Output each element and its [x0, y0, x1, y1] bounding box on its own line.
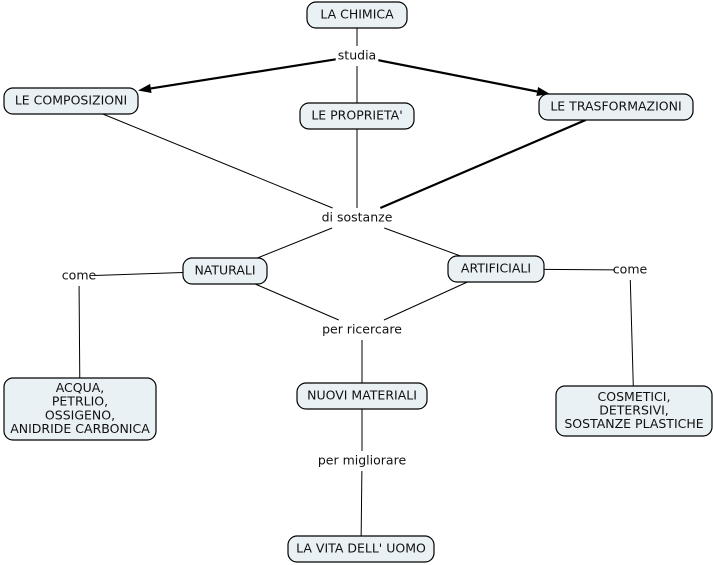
node-shape [182, 257, 268, 285]
edge-trasformazioni-sostanze [379, 118, 587, 210]
link-label-per-ricercare: per ricercare [318, 322, 406, 338]
node-shape [296, 382, 428, 410]
arrow-head-icon [138, 83, 152, 93]
node-layer: LA CHIMICA LE COMPOSIZIONI LE PROPRIETA' LE… [3, 1, 713, 563]
node-label: COSMETICI, [598, 389, 671, 404]
link-label-come-left: come [62, 268, 97, 284]
node-sostanze-artificiali-esempi[interactable]: COSMETICI,DETERSIVI,SOSTANZE PLASTICHE [555, 385, 713, 437]
link-label-text: per migliorare [318, 453, 407, 468]
edge-migliorare-vita [360, 470, 363, 537]
node-label: ANIDRIDE CARBONICA [10, 421, 150, 436]
node-label: ARTIFICIALI [461, 261, 531, 276]
link-label-per-migliorare: per migliorare [315, 453, 409, 469]
node-label: SOSTANZE PLASTICHE [564, 416, 703, 431]
node-shape [538, 93, 694, 121]
edge-artificiali-come [543, 268, 616, 271]
link-label-text: di sostanze [322, 210, 393, 225]
node-sostanze-naturali-esempi[interactable]: ACQUA,PETRLIO,OSSIGENO,ANIDRIDE CARBONIC… [3, 377, 157, 441]
edge-studia-composizioni [138, 58, 336, 93]
node-shape [287, 535, 435, 563]
edge-composizioni-sostanze [102, 113, 333, 209]
node-le-proprieta[interactable]: LE PROPRIETA' [299, 102, 415, 130]
node-label: LE PROPRIETA' [311, 108, 402, 123]
edge-naturali-come [93, 271, 184, 276]
edge-come-acqua [78, 285, 81, 379]
link-label-text: come [613, 262, 648, 277]
link-label-text: come [62, 268, 97, 283]
node-label: LA CHIMICA [320, 7, 394, 22]
link-label-text: per ricercare [322, 322, 402, 337]
link-label-layer: studia di sostanze come come per ricercare pe… [62, 48, 648, 469]
node-label: OSSIGENO, [45, 407, 115, 422]
node-la-chimica[interactable]: LA CHIMICA [306, 1, 408, 29]
node-shape [3, 87, 139, 115]
link-label-backdrop [319, 210, 395, 226]
edge-come-cosmetici [629, 279, 634, 387]
edge-layer [78, 28, 634, 537]
node-shape [447, 255, 545, 283]
edge-studia-trasformazioni [377, 59, 550, 97]
edge-sostanze-naturali [257, 227, 333, 259]
node-shape [299, 102, 415, 130]
node-label: PETRLIO, [52, 394, 108, 409]
edge-artificiali-ricercare [383, 281, 468, 321]
link-label-backdrop [64, 268, 94, 284]
node-nuovi-materiali[interactable]: NUOVI MATERIALI [296, 382, 428, 410]
node-label: DETERSIVI, [599, 403, 669, 418]
link-label-backdrop [335, 48, 379, 64]
node-label: ACQUA, [56, 380, 105, 395]
link-label-come-right: come [613, 262, 648, 278]
node-label: LA VITA DELL' UOMO [296, 541, 426, 556]
node-label: NUOVI MATERIALI [307, 388, 417, 403]
node-la-vita-uomo[interactable]: LA VITA DELL' UOMO [287, 535, 435, 563]
node-label: LE TRASFORMAZIONI [550, 99, 681, 114]
node-le-trasformazioni[interactable]: LE TRASFORMAZIONI [538, 93, 694, 121]
node-artificiali[interactable]: ARTIFICIALI [447, 255, 545, 283]
node-label: LE COMPOSIZIONI [15, 93, 127, 108]
node-naturali[interactable]: NATURALI [182, 257, 268, 285]
node-le-composizioni[interactable]: LE COMPOSIZIONI [3, 87, 139, 115]
link-label-di-sostanze: di sostanze [319, 210, 395, 226]
edge-naturali-ricercare [254, 283, 339, 321]
link-label-backdrop [315, 453, 409, 469]
edge-sostanze-artificiali [384, 227, 461, 257]
link-label-backdrop [318, 322, 406, 338]
node-shape [555, 385, 713, 437]
link-label-backdrop [615, 262, 645, 278]
link-label-text: studia [338, 48, 376, 63]
node-shape [3, 377, 157, 441]
node-label: NATURALI [194, 263, 255, 278]
node-shape [306, 1, 408, 29]
link-label-studia: studia [335, 48, 379, 64]
